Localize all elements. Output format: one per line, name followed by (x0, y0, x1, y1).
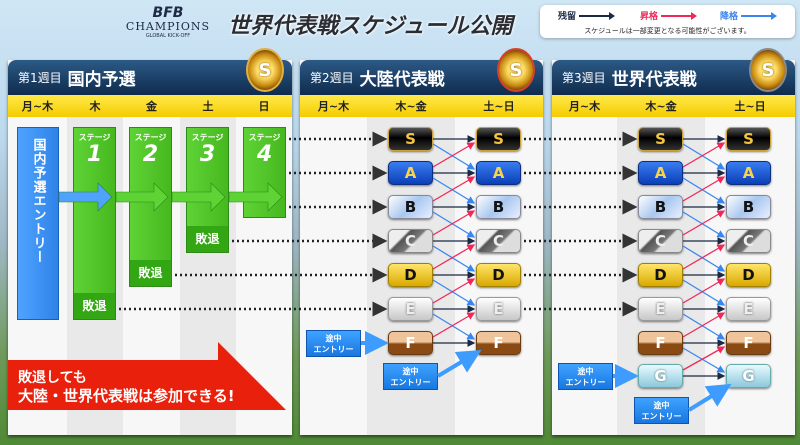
legend-promote: 昇格 (640, 9, 698, 22)
day-label: 月~木 (568, 100, 601, 113)
day-label: 土~日 (483, 100, 515, 113)
arrow-right-icon (661, 11, 698, 20)
rank-badge-c: C (638, 229, 683, 253)
day-header-row: 月~木 木 金 土 日 (8, 95, 292, 117)
day-header-row: 月~木 木~金 土~日 (552, 95, 795, 117)
rank-badge-g: G (726, 364, 771, 388)
day-label: 月~木 (21, 100, 54, 113)
rank-emblem: S (246, 48, 284, 92)
panel-header: 第2週目大陸代表戦 S (300, 48, 543, 95)
rank-badge-f: F (388, 331, 433, 355)
legend-stay: 残留 (558, 9, 616, 22)
rank-badge-a: A (388, 161, 433, 185)
day-header-row: 月~木 木~金 土~日 (300, 95, 543, 117)
rank-badge-c: C (726, 229, 771, 253)
rank-badge-c: C (388, 229, 433, 253)
qualifier-entry: 国内予選エントリー (17, 127, 59, 320)
mid-entry-box: 途中 エントリー (558, 363, 613, 390)
panel-header: 第1週目国内予選 S (8, 48, 292, 95)
logo: BFB CHAMPIONS GLOBAL KICK-OFF (125, 5, 211, 39)
eliminated-label: 敗退 (130, 260, 171, 286)
rank-badge-f: F (726, 331, 771, 355)
rank-badge-b: B (726, 195, 771, 219)
mid-entry-box: 途中 エントリー (383, 363, 438, 390)
rank-badge-s: S (638, 127, 683, 151)
mid-entry-box: 途中 エントリー (634, 397, 689, 424)
rank-badge-s: S (476, 127, 521, 151)
day-label: 木 (89, 100, 101, 113)
day-label: 木~金 (395, 100, 427, 113)
rank-badge-d: D (638, 263, 683, 287)
rank-badge-f: F (476, 331, 521, 355)
rank-badge-s: S (726, 127, 771, 151)
day-label: 木~金 (645, 100, 677, 113)
arrow-right-icon (741, 11, 778, 20)
rank-badge-b: B (388, 195, 433, 219)
rank-badge-b: B (476, 195, 521, 219)
page-title: 世界代表戦スケジュール公開 (228, 14, 513, 39)
rank-badge-a: A (726, 161, 771, 185)
info-banner: 敗退しても大陸・世界代表戦は参加できる! (8, 340, 288, 412)
rank-emblem: S (749, 48, 787, 92)
arrow-right-icon (579, 11, 616, 20)
eliminated-label: 敗退 (74, 293, 115, 319)
rank-badge-f: F (638, 331, 683, 355)
rank-emblem: S (497, 48, 535, 92)
rank-badge-d: D (726, 263, 771, 287)
day-label: 土 (202, 100, 214, 113)
legend-demote: 降格 (720, 9, 778, 22)
rank-badge-s: S (388, 127, 433, 151)
rank-badge-d: D (388, 263, 433, 287)
day-label: 金 (146, 100, 157, 113)
panel-header: 第3週目世界代表戦 S (552, 48, 795, 95)
rank-badge-e: E (638, 297, 683, 321)
rank-badge-g: G (638, 364, 683, 388)
eliminated-label: 敗退 (187, 226, 228, 252)
rank-badge-d: D (476, 263, 521, 287)
mid-entry-box: 途中 エントリー (306, 330, 361, 357)
day-label: 日 (258, 100, 270, 113)
rank-badge-b: B (638, 195, 683, 219)
rank-badge-e: E (726, 297, 771, 321)
legend-note: スケジュールは一部変更となる可能性がございます。 (584, 27, 751, 35)
day-label: 月~木 (317, 100, 350, 113)
rank-badge-c: C (476, 229, 521, 253)
rank-badge-a: A (638, 161, 683, 185)
rank-badge-e: E (476, 297, 521, 321)
legend: 残留 昇格 降格 スケジュールは一部変更となる可能性がございます。 (540, 5, 795, 38)
rank-badge-e: E (388, 297, 433, 321)
day-label: 土~日 (734, 100, 766, 113)
rank-badge-a: A (476, 161, 521, 185)
